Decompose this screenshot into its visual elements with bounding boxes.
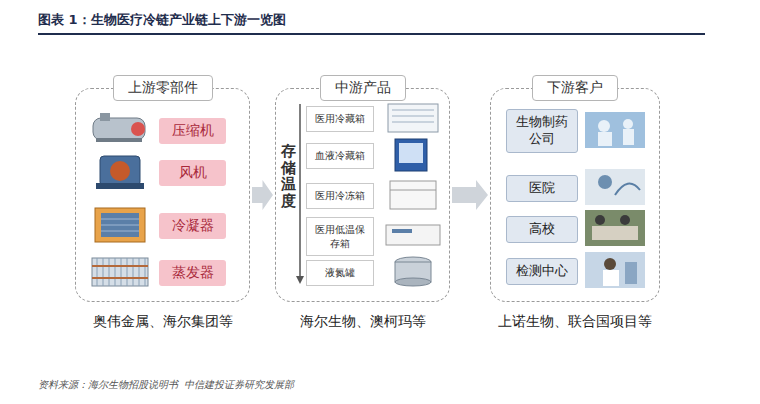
box-label: 风机 [179, 164, 207, 182]
box-label: 高校 [529, 221, 555, 238]
box-texts: 液氮罐 [325, 266, 355, 280]
box-texts: 蒸发器 [172, 264, 214, 282]
box-label: 医用低温保存箱 [311, 223, 369, 250]
box-texts: 风机 [179, 164, 207, 182]
box-texts: 医用低温保存箱 [311, 223, 369, 250]
box-texts: 压缩机 [172, 122, 214, 140]
box-texts: 医院 [529, 180, 555, 197]
component-box: 蒸发器 [159, 260, 226, 286]
customer-box: 医院 [506, 175, 578, 202]
customer-photos [585, 112, 645, 288]
customer-box: 高校 [506, 216, 578, 243]
condenser-picture [95, 208, 145, 242]
panel-companies: 奥伟金属、海尔集团等 [93, 313, 233, 331]
panel-companies: 海尔生物、澳柯玛等 [300, 313, 426, 331]
temperature-axis-head [296, 276, 304, 284]
box-texts: 检测中心 [516, 263, 568, 280]
component-box: 风机 [159, 160, 226, 186]
dashed-panel: 下游客户上诺生物、联合国项目等生物制药公司医院高校检测中心 [490, 88, 660, 302]
box-texts: 医用冷藏箱 [315, 112, 365, 126]
box-label: 生物制药公司 [513, 114, 571, 148]
box-texts: 冷凝器 [172, 217, 214, 235]
box-label: 医用冷冻箱 [315, 189, 365, 203]
box-label: 蒸发器 [172, 264, 214, 282]
panel-heading: 下游客户 [532, 75, 618, 101]
temperature-axis [299, 104, 301, 276]
panel-heading: 上游零部件 [113, 75, 213, 101]
axis-label: 存储温度 [281, 143, 296, 209]
customer-box: 检测中心 [506, 258, 578, 285]
box-texts: 医用冷冻箱 [315, 189, 365, 203]
flow-arrow [452, 180, 488, 210]
product-box: 医用低温保存箱 [306, 217, 374, 256]
box-texts: 高校 [529, 221, 555, 238]
box-label: 液氮罐 [325, 266, 355, 280]
box-label: 冷凝器 [172, 217, 214, 235]
fridge-pictures [386, 104, 440, 286]
box-texts: 血液冷藏箱 [315, 149, 365, 163]
fan-picture [96, 156, 144, 189]
panel-heading: 中游产品 [320, 75, 406, 101]
flow-arrow [252, 180, 273, 210]
product-box: 医用冷冻箱 [306, 183, 374, 209]
box-label: 医用冷藏箱 [315, 112, 365, 126]
component-box: 冷凝器 [159, 213, 226, 239]
box-label: 医院 [529, 180, 555, 197]
box-texts: 生物制药公司 [513, 114, 571, 148]
component-box: 压缩机 [159, 118, 226, 144]
customer-box: 生物制药公司 [506, 109, 578, 153]
compressor-picture [93, 113, 145, 142]
product-box: 医用冷藏箱 [306, 106, 374, 132]
product-box: 血液冷藏箱 [306, 143, 374, 169]
dashed-panel: 上游零部件奥伟金属、海尔集团等压缩机风机冷凝器蒸发器 [75, 88, 250, 302]
panel-companies: 上诺生物、联合国项目等 [498, 313, 652, 331]
title-rule [38, 33, 705, 35]
source-caption: 资料来源：海尔生物招股说明书 中信建投证券研究发展部 [38, 378, 294, 392]
chart-title: 图表 1：生物医疗冷链产业链上下游一览图 [38, 11, 286, 29]
dashed-panel: 中游产品海尔生物、澳柯玛等医用冷藏箱血液冷藏箱医用冷冻箱医用低温保存箱液氮罐 [275, 88, 450, 302]
box-label: 血液冷藏箱 [315, 149, 365, 163]
box-label: 压缩机 [172, 122, 214, 140]
evaporator-picture [92, 258, 148, 286]
box-label: 检测中心 [516, 263, 568, 280]
product-box: 液氮罐 [306, 260, 374, 286]
